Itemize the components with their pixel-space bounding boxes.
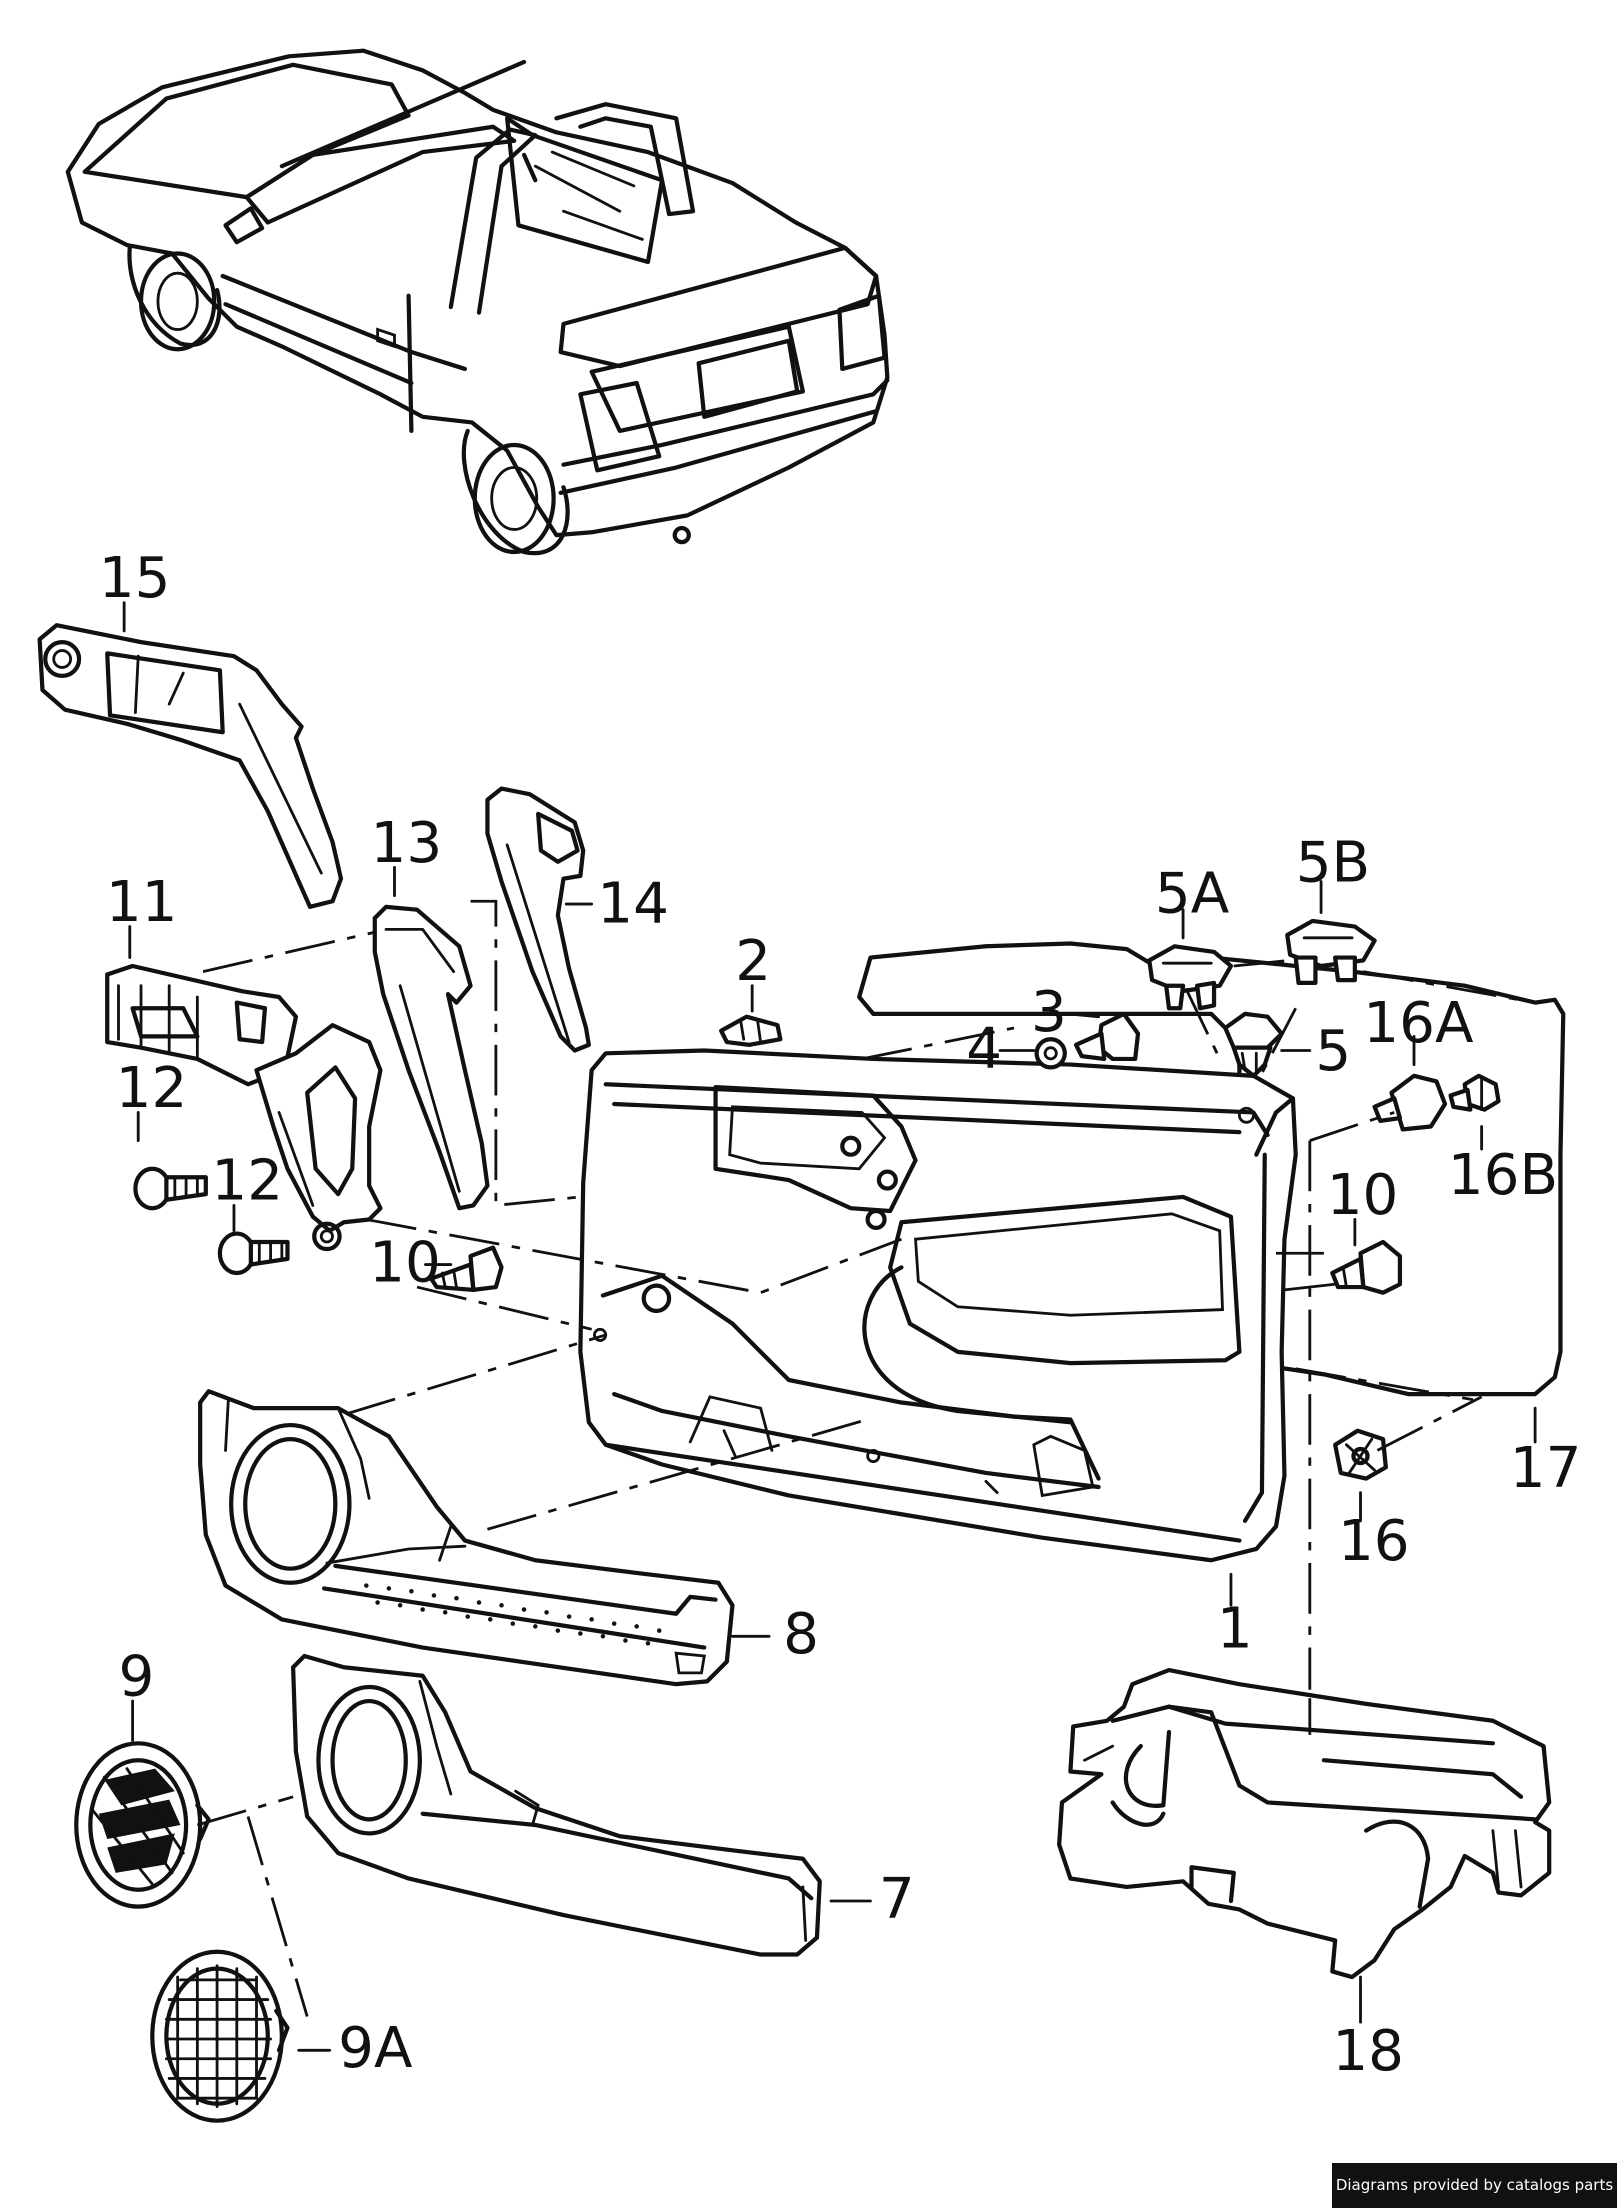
speaker-grille-9 xyxy=(74,1741,211,1909)
screw-12-upper xyxy=(133,1166,208,1211)
clip-10-left xyxy=(429,1245,504,1292)
callout-12b: 12 xyxy=(211,1149,283,1214)
callout-10a: 10 xyxy=(369,1230,441,1295)
callout-13: 13 xyxy=(371,811,443,876)
callout-14: 14 xyxy=(597,871,669,936)
part-13-trim xyxy=(372,904,490,1211)
callout-18: 18 xyxy=(1332,2019,1404,2084)
callout-9: 9 xyxy=(119,1644,155,1709)
callout-2: 2 xyxy=(735,929,771,994)
clip-16b xyxy=(1448,1073,1501,1112)
callout-16a: 16A xyxy=(1363,991,1474,1056)
callout-7: 7 xyxy=(879,1867,915,1932)
callout-3: 3 xyxy=(1031,980,1067,1045)
callout-9a: 9A xyxy=(338,2016,413,2081)
clip-2 xyxy=(719,1014,783,1047)
grommet-3 xyxy=(1073,1011,1141,1062)
part-15-trim xyxy=(37,623,344,909)
callout-labels: 15 13 14 11 12 12 10 2 3 4 5A 5B 5 16A 1… xyxy=(99,546,1582,2084)
callout-5a: 5A xyxy=(1155,861,1230,926)
callout-11: 11 xyxy=(106,870,178,935)
callout-16b: 16B xyxy=(1448,1143,1558,1208)
assembly-lines xyxy=(196,899,1536,2017)
credit-badge: Diagrams provided by catalogs parts xyxy=(1332,2163,1617,2208)
car-icon xyxy=(65,48,890,556)
speaker-grille-9a xyxy=(150,1949,290,2123)
clip-16a xyxy=(1372,1073,1448,1132)
part-8-lower-trim xyxy=(198,1389,735,1687)
part-11-lever xyxy=(254,1023,383,1252)
screw-12-lower xyxy=(217,1231,290,1276)
leader-3 xyxy=(1066,1012,1100,1019)
washer-4 xyxy=(1034,1037,1067,1070)
callout-8: 8 xyxy=(783,1602,819,1667)
callout-12a: 12 xyxy=(116,1056,188,1121)
clip-5a xyxy=(1147,944,1234,1011)
callout-17: 17 xyxy=(1510,1436,1582,1501)
clip-5b xyxy=(1285,918,1377,986)
callout-10b: 10 xyxy=(1327,1163,1399,1228)
callout-16: 16 xyxy=(1338,1509,1410,1574)
part-14-trim xyxy=(485,786,591,1053)
callout-15: 15 xyxy=(99,546,171,611)
part-18-foam xyxy=(1057,1667,1552,1980)
clip-10-right xyxy=(1330,1239,1403,1295)
callout-1: 1 xyxy=(1217,1597,1253,1662)
clip-16 xyxy=(1333,1428,1388,1481)
callout-5: 5 xyxy=(1315,1019,1351,1084)
callout-5b: 5B xyxy=(1296,831,1370,896)
callout-4: 4 xyxy=(966,1016,1002,1081)
part-7-lower-trim xyxy=(291,1653,822,1957)
